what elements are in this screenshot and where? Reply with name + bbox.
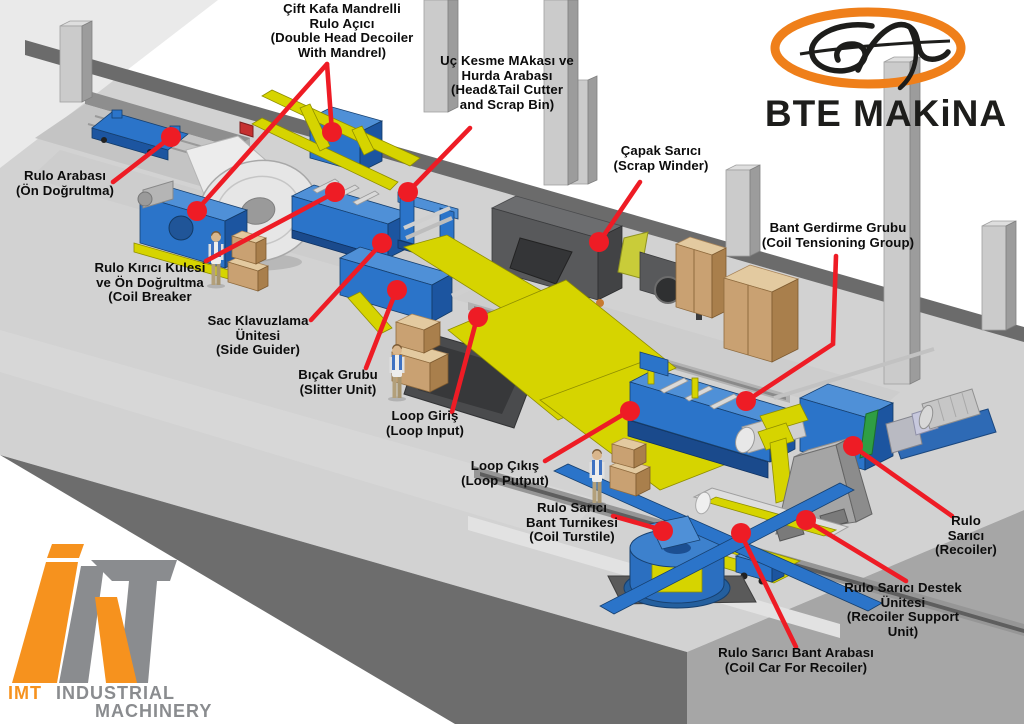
- callout-label-rulo-arabasi: Rulo Arabası (Ön Doğrultma): [15, 168, 115, 198]
- callout-dot: [161, 127, 181, 147]
- callout-line-rulo-sarici: [851, 444, 955, 519]
- callout-label-bant-arabasi: Rulo Sarıcı Bant Arabası (Coil Car For R…: [718, 645, 874, 675]
- callout-line-cift-kafa-b: [324, 61, 335, 135]
- callout-line-bant-arabasi: [738, 531, 799, 650]
- callout-label-loop-cikis: Loop Çıkış (Loop Putput): [461, 458, 549, 488]
- building-columns: [59, 0, 1017, 385]
- callout-line-bant-gerdirme: [745, 253, 839, 403]
- callout-dot: [620, 401, 640, 421]
- column: [423, 0, 459, 113]
- callout-dot: [653, 521, 673, 541]
- callout-line-bicak: [363, 288, 399, 371]
- bte-monogram-icon: [770, 7, 966, 91]
- column: [981, 220, 1017, 331]
- tall-cabinets: [674, 236, 800, 363]
- imt-wordmark: IMT: [8, 683, 42, 703]
- callout-dot: [322, 122, 342, 142]
- callout-label-rulo-kirici: Rulo Kırıcı Kulesi ve Ön Doğrultma (Coil…: [94, 260, 206, 305]
- callout-dot: [398, 182, 418, 202]
- bte-wordmark: BTE MAKiNA: [765, 93, 1007, 134]
- callout-label-destek-unitesi: Rulo Sarıcı Destek Ünitesi (Recoiler Sup…: [844, 580, 962, 639]
- callout-line-rulo-arabasi: [110, 134, 174, 185]
- callout-label-bant-turnikesi: Rulo Sarıcı Bant Turnikesi (Coil Turstil…: [525, 500, 619, 545]
- callout-label-capak-sarici: Çapak Sarıcı (Scrap Winder): [613, 143, 709, 173]
- callout-dot: [372, 233, 392, 253]
- callout-line-destek: [804, 518, 909, 584]
- column: [543, 0, 579, 186]
- callout-line-sac-klavuzlama: [308, 241, 384, 323]
- callout-dot: [796, 510, 816, 530]
- bte-logo: BTE MAKiNA: [765, 7, 1007, 134]
- callout-label-uc-kesme: Uç Kesme MAkası ve Hurda Arabası (Head&T…: [440, 53, 574, 112]
- callout-line-rulo-kirici: [203, 190, 337, 264]
- callout-label-cift-kafa-mandrelli: Çift Kafa Mandrelli Rulo Açıcı (Double H…: [270, 1, 414, 60]
- callout-dot: [468, 307, 488, 327]
- callout-label-loop-giris: Loop Giriş (Loop Input): [385, 408, 465, 438]
- coil-turnstile: [553, 463, 883, 615]
- callout-dot: [387, 280, 407, 300]
- callout-label-bicak-grubu: Bıçak Grubu (Slitter Unit): [298, 367, 378, 397]
- callout-line-loop-cikis: [542, 408, 632, 464]
- callout-line-cift-kafa-a: [194, 61, 330, 213]
- callout-label-rulo-sarici: Rulo Sarıcı (Recoiler): [935, 513, 997, 558]
- crate-stack: [390, 313, 450, 393]
- imt-industrial-text: INDUSTRIAL: [56, 683, 175, 703]
- column: [59, 20, 93, 103]
- callout-line-loop-giris: [449, 315, 480, 415]
- coil-breaker-straightener: [290, 178, 412, 267]
- imt-logo-mark-icon: [12, 544, 177, 683]
- callout-dot: [843, 436, 863, 456]
- callout-label-sac-klavuzlama: Sac Klavuzlama Ünitesi (Side Guider): [207, 313, 309, 358]
- imt-logo: IMT INDUSTRIAL MACHINERY: [8, 544, 212, 721]
- callout-line-capak: [597, 179, 643, 244]
- column: [883, 56, 921, 385]
- callout-dot: [325, 182, 345, 202]
- callout-dot: [187, 201, 207, 221]
- callout-dot: [731, 523, 751, 543]
- column: [725, 164, 761, 257]
- callout-dot: [589, 232, 609, 252]
- callout-label-bant-gerdirme: Bant Gerdirme Grubu (Coil Tensioning Gro…: [761, 220, 915, 250]
- callout-leaders: [110, 61, 955, 650]
- callout-dot: [736, 391, 756, 411]
- crate-stack: [608, 437, 652, 497]
- imt-machinery-text: MACHINERY: [95, 701, 212, 721]
- callout-line-uc-kesme: [406, 125, 473, 194]
